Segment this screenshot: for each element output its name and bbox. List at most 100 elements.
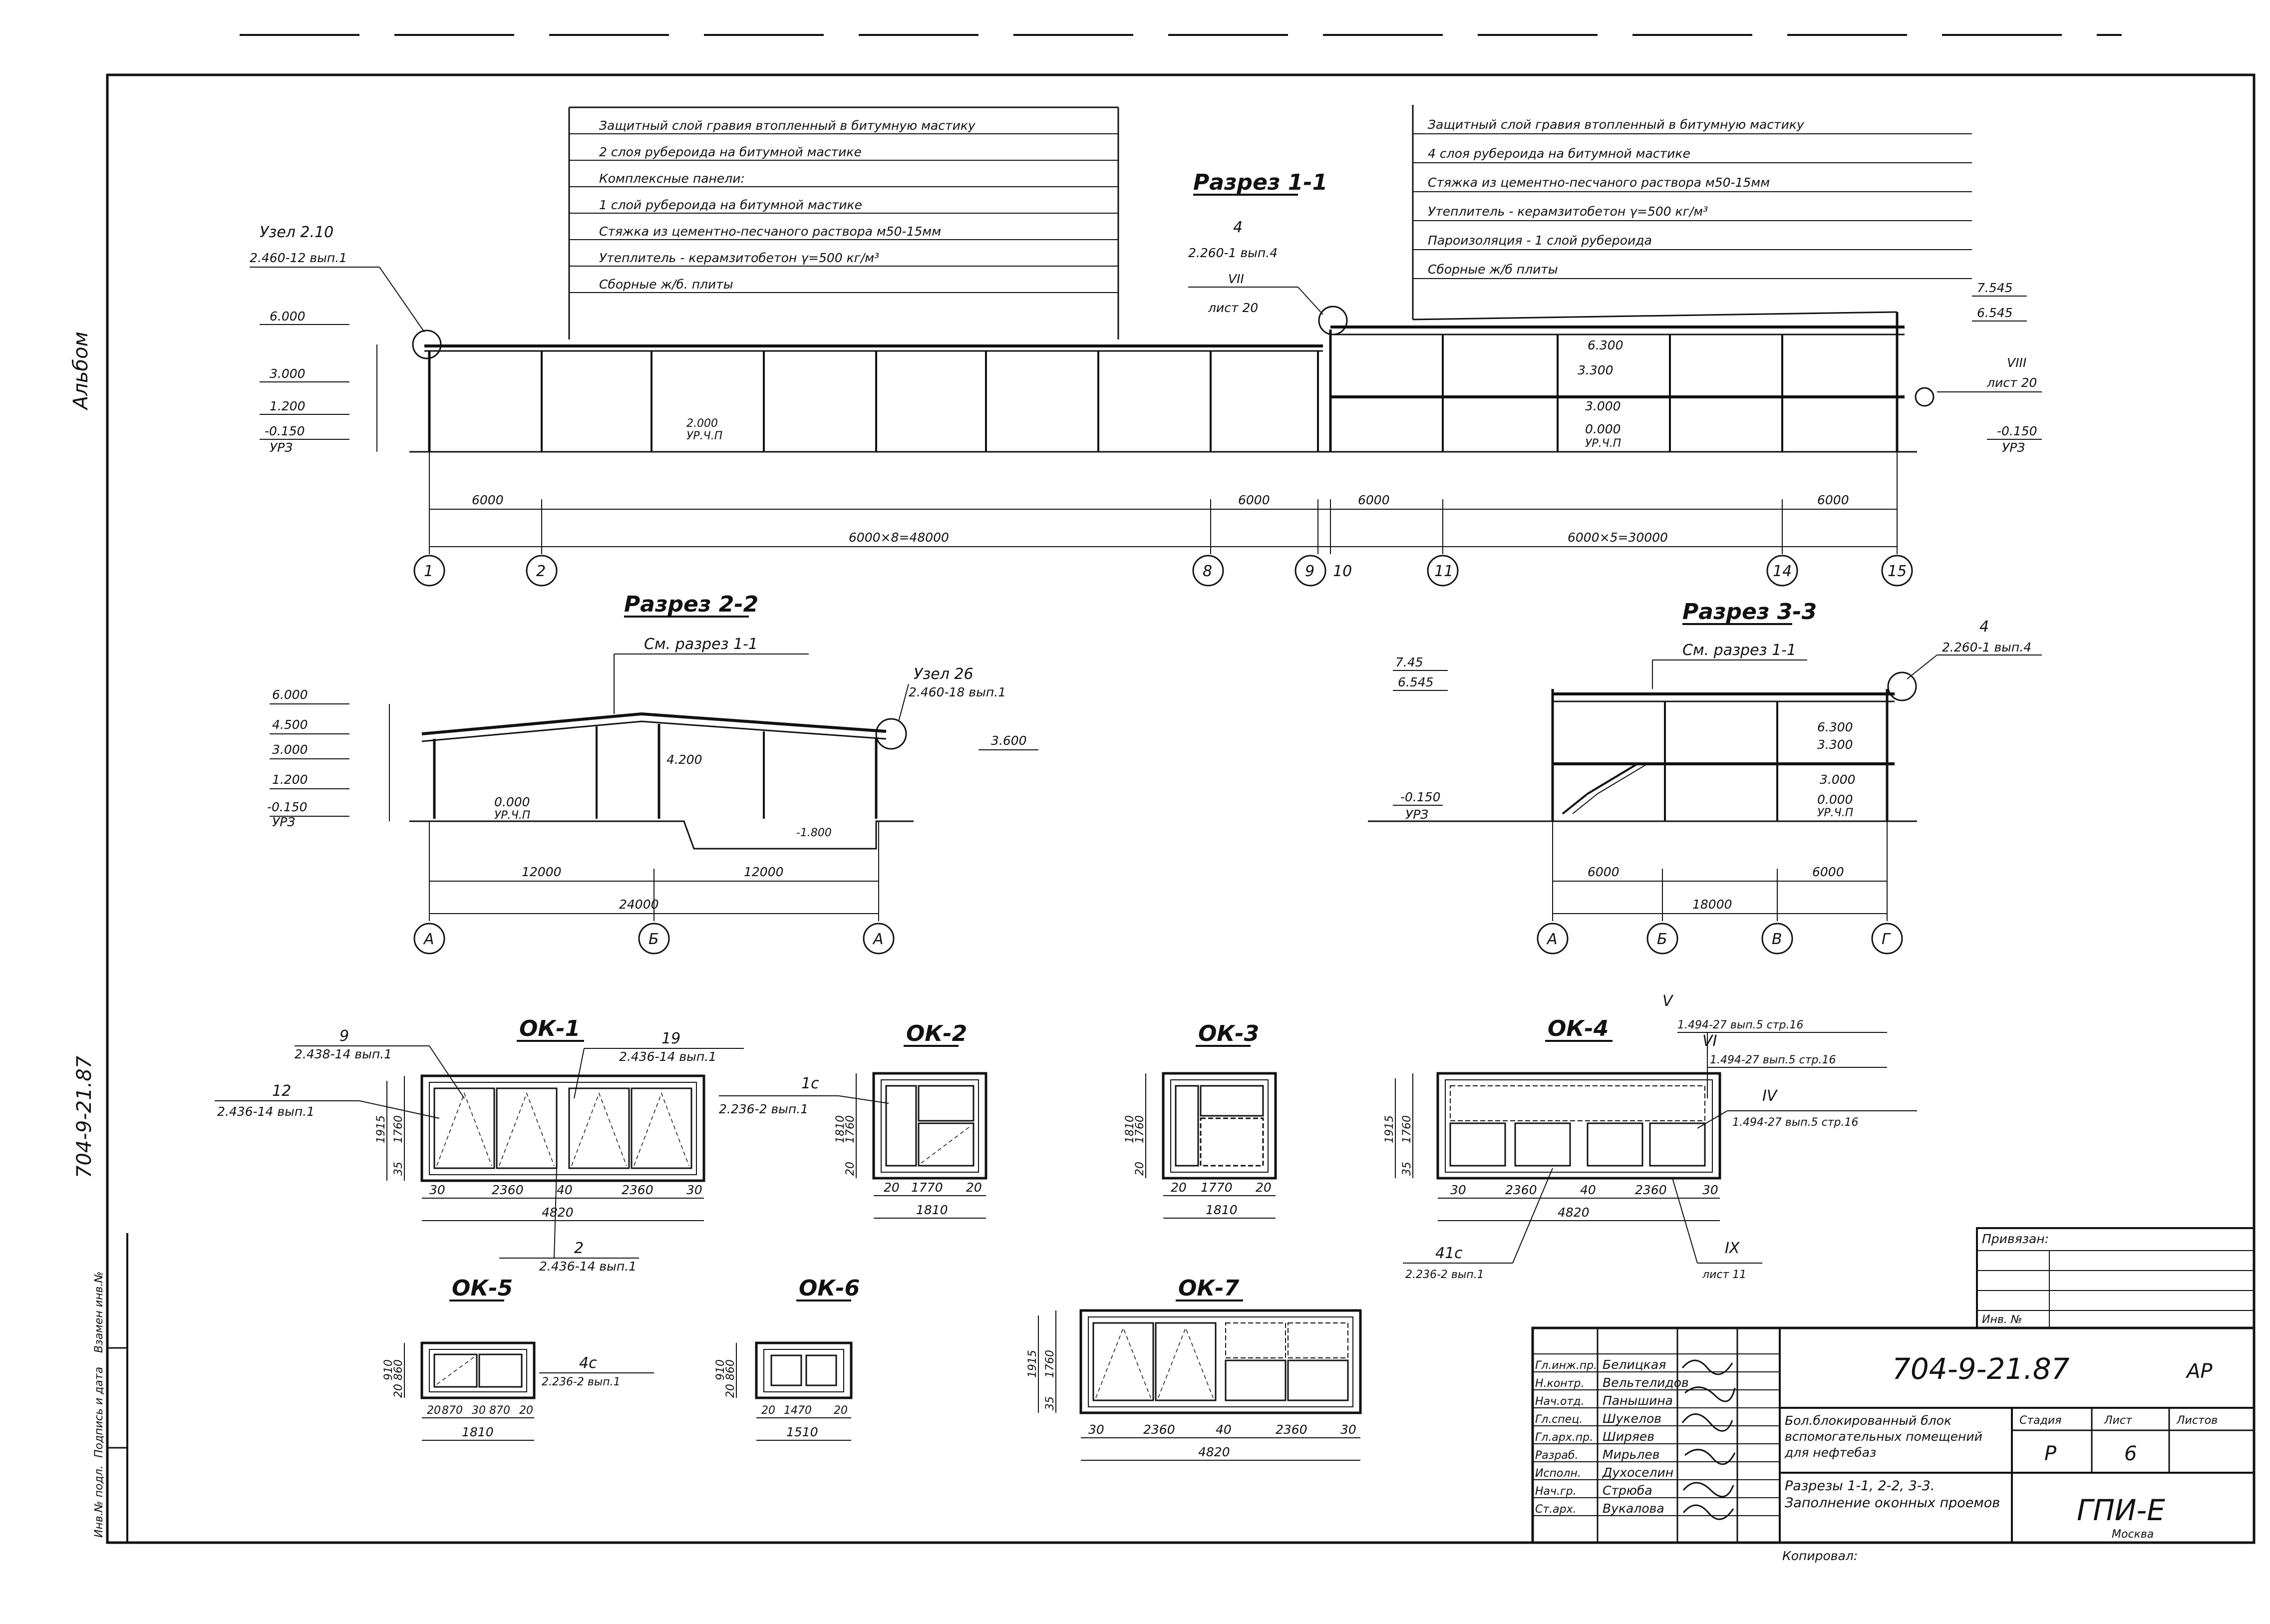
stamp-sign: Подпись и дата (93, 1367, 105, 1458)
window-ok-7: ОК-7 30 2360 40 2360 30 4820 1915 1760 3… (1026, 1276, 1362, 1461)
s33-node-1: 4 (1979, 618, 1989, 636)
ok7-dv-1: 1915 (1026, 1350, 1039, 1378)
s11-in-6300: 6.300 (1588, 338, 1623, 352)
note-left-7: Сборные ж/б. плиты (599, 277, 733, 292)
s11-axis-10: 10 (1333, 563, 1352, 580)
s11-node-right-2: лист 20 (1986, 375, 2037, 390)
ok3-dh-2: 1770 (1201, 1180, 1233, 1195)
signatures (1681, 1359, 1736, 1520)
s33-in-urchp: УР.Ч.П (1817, 807, 1853, 819)
s11-node-mid-2: 2.260-1 вып.4 (1188, 246, 1278, 260)
ok4-c6: 1.494-27 вып.5 стр.16 (1732, 1116, 1858, 1129)
note-right-1: Защитный слой гравия втопленный в битумн… (1428, 117, 1805, 132)
s11-lvl-3000: 3.000 (270, 366, 306, 381)
ok1-c4: 2.436-14 вып.1 (619, 1049, 716, 1064)
ok4-c5: IV (1762, 1087, 1778, 1105)
ok3-dv-3: 20 (1134, 1162, 1146, 1176)
note-left-1: Защитный слой гравия втопленный в битумн… (599, 118, 976, 133)
s11-node-mid-3: VII (1228, 272, 1244, 286)
ok4-total: 4820 (1558, 1205, 1590, 1220)
name-6: Мирьлев (1603, 1447, 1660, 1462)
s33-in-3300: 3.300 (1817, 737, 1853, 752)
tb-org: ГПИ-Е (2077, 1493, 2165, 1527)
ok4-dh-5: 30 (1702, 1183, 1718, 1197)
ok4-dv-2: 1760 (1401, 1115, 1413, 1143)
s33-dim-1: 6000 (1588, 865, 1620, 879)
s11-lvl-1200: 1.200 (270, 399, 306, 413)
window-ok-6: ОК-6 20 1470 20 1510 910 860 20 (714, 1276, 860, 1441)
s11-axis-9: 9 (1305, 563, 1314, 580)
role-9: Ст.арх. (1535, 1503, 1577, 1516)
ok6-dh-2: 1470 (784, 1404, 812, 1417)
ok5-dh-5: 20 (519, 1404, 533, 1417)
ok6-dh-1: 20 (761, 1404, 775, 1417)
s33-axis-b: Б (1657, 931, 1667, 948)
s22-axis-a2: А (872, 931, 884, 948)
ok2-dv-1: 1810 (834, 1115, 847, 1143)
s22-lvl-m0150: -0.150 (267, 800, 308, 814)
window-ok-1: ОК-1 9 2.438-14 вып.1 19 2.436-14 вып.1 … (215, 1016, 744, 1274)
ok1-title: ОК-1 (519, 1016, 580, 1041)
s22-ref: См. разрез 1-1 (644, 636, 758, 653)
s33-ref: См. разрез 1-1 (1682, 642, 1796, 659)
name-7: Духоселин (1602, 1465, 1673, 1480)
window-ok-4: ОК-4 V 1.494-27 вып.5 стр.16 VI 1.494-27… (1383, 992, 1917, 1281)
s11-lvl-6545: 6.545 (1977, 306, 2013, 320)
role-4: Гл.спец. (1535, 1413, 1583, 1426)
ok4-title: ОК-4 (1548, 1016, 1609, 1041)
ok3-title: ОК-3 (1198, 1021, 1259, 1046)
ok3-dh-3: 20 (1256, 1180, 1272, 1195)
ok1-dv-1: 1915 (375, 1115, 387, 1143)
ok5-title: ОК-5 (452, 1276, 513, 1301)
ok2-total: 1810 (916, 1203, 948, 1217)
ok4-c2: 1.494-27 вып.5 стр.16 (1677, 1019, 1803, 1031)
ok3-dv-2: 1760 (1134, 1115, 1146, 1143)
album-label: Альбом (69, 331, 92, 411)
s33-axis-g: Г (1882, 931, 1891, 948)
s33-dim-2: 6000 (1812, 865, 1844, 879)
s22-lvl-urz: УРЗ (272, 815, 295, 829)
s11-lvl-r-urz: УРЗ (2002, 440, 2025, 455)
ok3-dh-1: 20 (1171, 1180, 1187, 1195)
ok7-dv-2: 1760 (1044, 1350, 1056, 1378)
s11-node-right-1: VIII (2007, 355, 2026, 370)
ok2-title: ОК-2 (906, 1021, 967, 1046)
s22-in-0000: 0.000 (494, 795, 530, 809)
stamp-inv: Инв.№ подл. (93, 1465, 105, 1538)
s22-node-2: 2.460-18 вып.1 (909, 685, 1006, 699)
ok2-dv-2: 1760 (844, 1115, 857, 1143)
album-code: 704-9-21.87 (73, 1055, 96, 1178)
window-ok-2: ОК-2 1с 2.236-2 вып.1 20 1770 20 1810 18… (719, 1021, 987, 1219)
roof-notes-right: Защитный слой гравия втопленный в битумн… (1412, 105, 1972, 320)
tb-h-stage: Стадия (2019, 1414, 2061, 1427)
window-ok-5: ОК-5 4с 2.236-2 вып.1 20 870 30 870 20 1… (382, 1276, 654, 1441)
name-3: Панышина (1603, 1393, 1673, 1408)
ok5-dv-3: 20 (392, 1384, 405, 1398)
role-7: Исполн. (1535, 1467, 1581, 1480)
role-5: Гл.арх.пр. (1535, 1431, 1593, 1444)
ok5-dh-4: 870 (489, 1404, 510, 1417)
tb-project: Бол.блокированный блок вспомогательных п… (1785, 1413, 1982, 1460)
ok4-c3: VI (1702, 1032, 1717, 1050)
s11-in-urchp: УР.Ч.П (1585, 437, 1621, 450)
section-2-2: Разрез 2-2 См. разрез 1-1 Узел 26 2.460-… (267, 592, 1038, 955)
s11-lvl-m0150: -0.150 (265, 424, 305, 438)
tb-sheet-title-wrap: Разрезы 1-1, 2-2, 3-3. Заполнение оконны… (1785, 1478, 2000, 1511)
ok1-c5: 12 (272, 1082, 291, 1100)
ok4-dv-3: 35 (1401, 1162, 1413, 1176)
ok4-dh-1: 30 (1450, 1183, 1466, 1197)
ok5-total: 1810 (462, 1425, 494, 1439)
ok2-dh-1: 20 (884, 1180, 900, 1195)
drawing-frame (106, 73, 2256, 1544)
note-left-6: Утеплитель - керамзитобетон γ=500 кг/м³ (599, 251, 879, 265)
attachment-block: Привязан: Инв. № (1976, 1227, 2255, 1329)
s33-lvl-745: 7.45 (1395, 655, 1423, 669)
s11-axis-14: 14 (1773, 563, 1792, 580)
ok2-dv-3: 20 (844, 1162, 857, 1176)
s22-lvl-1200: 1.200 (272, 772, 308, 787)
s22-lvl-3000: 3.000 (272, 742, 308, 757)
s22-axis-a1: А (423, 931, 434, 948)
s22-dim-1: 12000 (522, 865, 562, 879)
